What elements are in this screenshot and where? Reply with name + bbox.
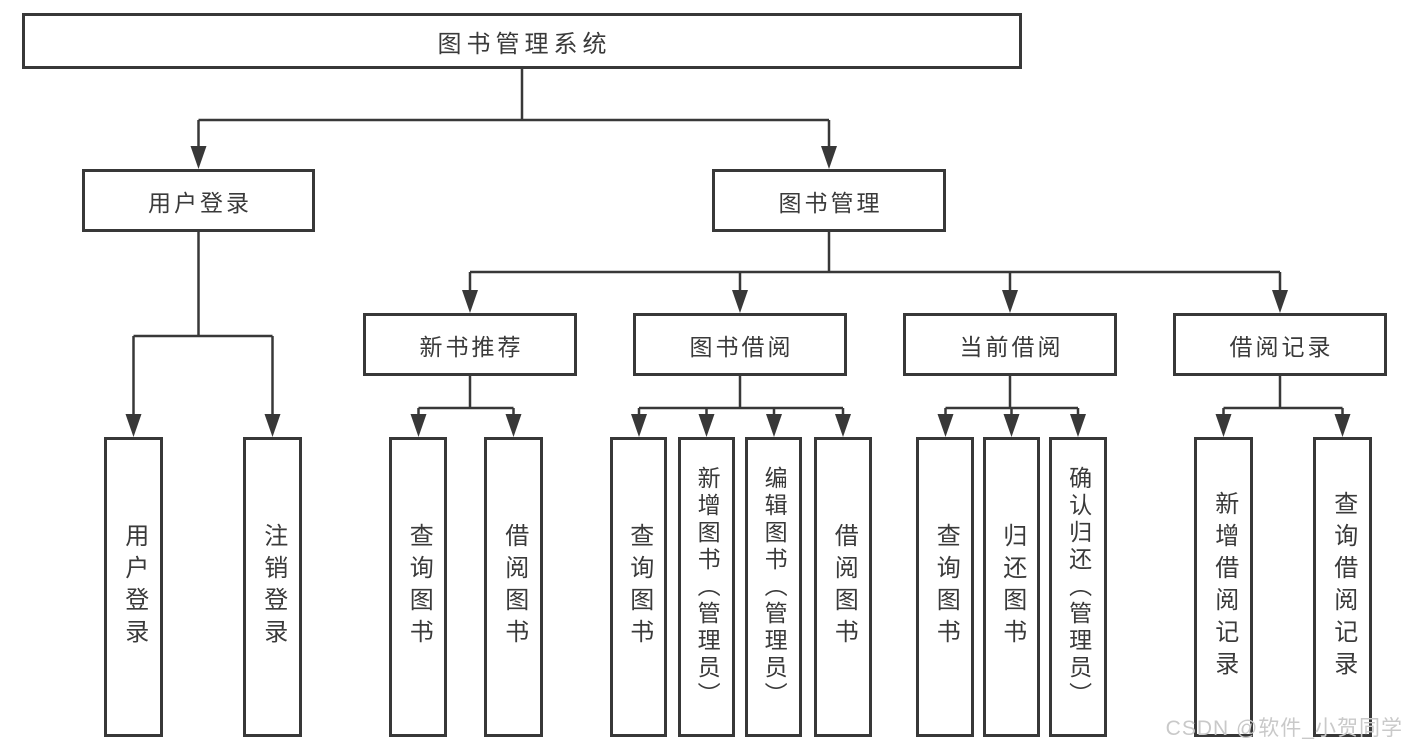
arrow-icon xyxy=(505,414,522,437)
arrow-icon xyxy=(698,414,715,437)
arrow-icon xyxy=(766,414,782,437)
arrow-icon xyxy=(410,414,427,437)
node-user-login: 用户登录 xyxy=(82,169,315,232)
arrow-icon xyxy=(1215,414,1232,437)
arrow-heads xyxy=(125,146,1351,437)
leaf-cb-query-book-label: 查询图书 xyxy=(932,523,960,651)
leaf-cb-confirm-return-admin: 确认归还（管理员） xyxy=(1049,437,1107,737)
csdn-watermark: CSDN @软件_小贺同学 xyxy=(1165,717,1403,740)
leaf-cb-confirm-return-admin-label: 确认归还（管理员） xyxy=(1065,465,1092,709)
leaf-bb-borrow-book: 借阅图书 xyxy=(814,437,872,737)
leaf-bb-add-book-admin: 新增图书（管理员） xyxy=(678,437,735,737)
leaf-bb-borrow-book-label: 借阅图书 xyxy=(830,523,858,651)
leaf-user-login-label: 用户登录 xyxy=(120,523,148,651)
arrow-icon xyxy=(264,414,281,437)
arrow-icon xyxy=(125,414,142,437)
leaf-nb-borrow-book: 借阅图书 xyxy=(484,437,543,737)
leaf-rec-add-record-label: 新增借阅记录 xyxy=(1210,491,1238,683)
arrow-icon xyxy=(1070,414,1086,437)
arrow-icon xyxy=(631,414,647,437)
node-new-book-recommend: 新书推荐 xyxy=(363,313,577,376)
arrow-icon xyxy=(732,290,748,313)
leaf-rec-add-record: 新增借阅记录 xyxy=(1194,437,1253,737)
leaf-nb-borrow-book-label: 借阅图书 xyxy=(500,523,528,651)
leaf-cb-return-book-label: 归还图书 xyxy=(998,523,1026,651)
arrow-icon xyxy=(1003,414,1020,437)
arrow-icon xyxy=(1272,290,1288,313)
node-current-borrow: 当前借阅 xyxy=(903,313,1117,376)
leaf-nb-query-book-label: 查询图书 xyxy=(405,523,433,651)
leaf-user-login: 用户登录 xyxy=(104,437,163,737)
leaf-rec-query-record: 查询借阅记录 xyxy=(1313,437,1372,737)
leaf-nb-query-book: 查询图书 xyxy=(389,437,447,737)
leaf-bb-edit-book-admin-label: 编辑图书（管理员） xyxy=(761,465,788,709)
leaf-bb-add-book-admin-label: 新增图书（管理员） xyxy=(694,465,721,709)
node-user-login-label: 用户登录 xyxy=(148,189,252,216)
node-borrow-records: 借阅记录 xyxy=(1173,313,1387,376)
node-current-borrow-label: 当前借阅 xyxy=(959,333,1064,360)
leaf-cb-query-book: 查询图书 xyxy=(916,437,974,737)
node-new-book-recommend-label: 新书推荐 xyxy=(419,333,524,360)
leaf-bb-query-book: 查询图书 xyxy=(610,437,667,737)
node-root: 图书管理系统 xyxy=(22,13,1022,69)
leaf-logout-label: 注销登录 xyxy=(259,523,287,651)
node-book-management: 图书管理 xyxy=(712,169,946,232)
arrow-icon xyxy=(835,414,851,437)
leaf-logout: 注销登录 xyxy=(243,437,302,737)
leaf-bb-query-book-label: 查询图书 xyxy=(625,523,653,651)
leaf-bb-edit-book-admin: 编辑图书（管理员） xyxy=(745,437,802,737)
arrow-icon xyxy=(1002,290,1018,313)
node-book-borrow-label: 图书借阅 xyxy=(689,333,794,360)
node-book-borrow: 图书借阅 xyxy=(633,313,847,376)
leaf-rec-query-record-label: 查询借阅记录 xyxy=(1329,491,1357,683)
node-borrow-records-label: 借阅记录 xyxy=(1229,333,1334,360)
node-book-management-label: 图书管理 xyxy=(778,189,883,216)
node-root-label: 图书管理系统 xyxy=(437,30,612,58)
arrow-icon xyxy=(937,414,954,437)
arrow-icon xyxy=(1334,414,1351,437)
tree-connector-path xyxy=(132,69,1344,433)
arrow-icon xyxy=(821,146,837,169)
arrow-icon xyxy=(462,290,478,313)
leaf-cb-return-book: 归还图书 xyxy=(983,437,1040,737)
arrow-icon xyxy=(190,146,207,169)
